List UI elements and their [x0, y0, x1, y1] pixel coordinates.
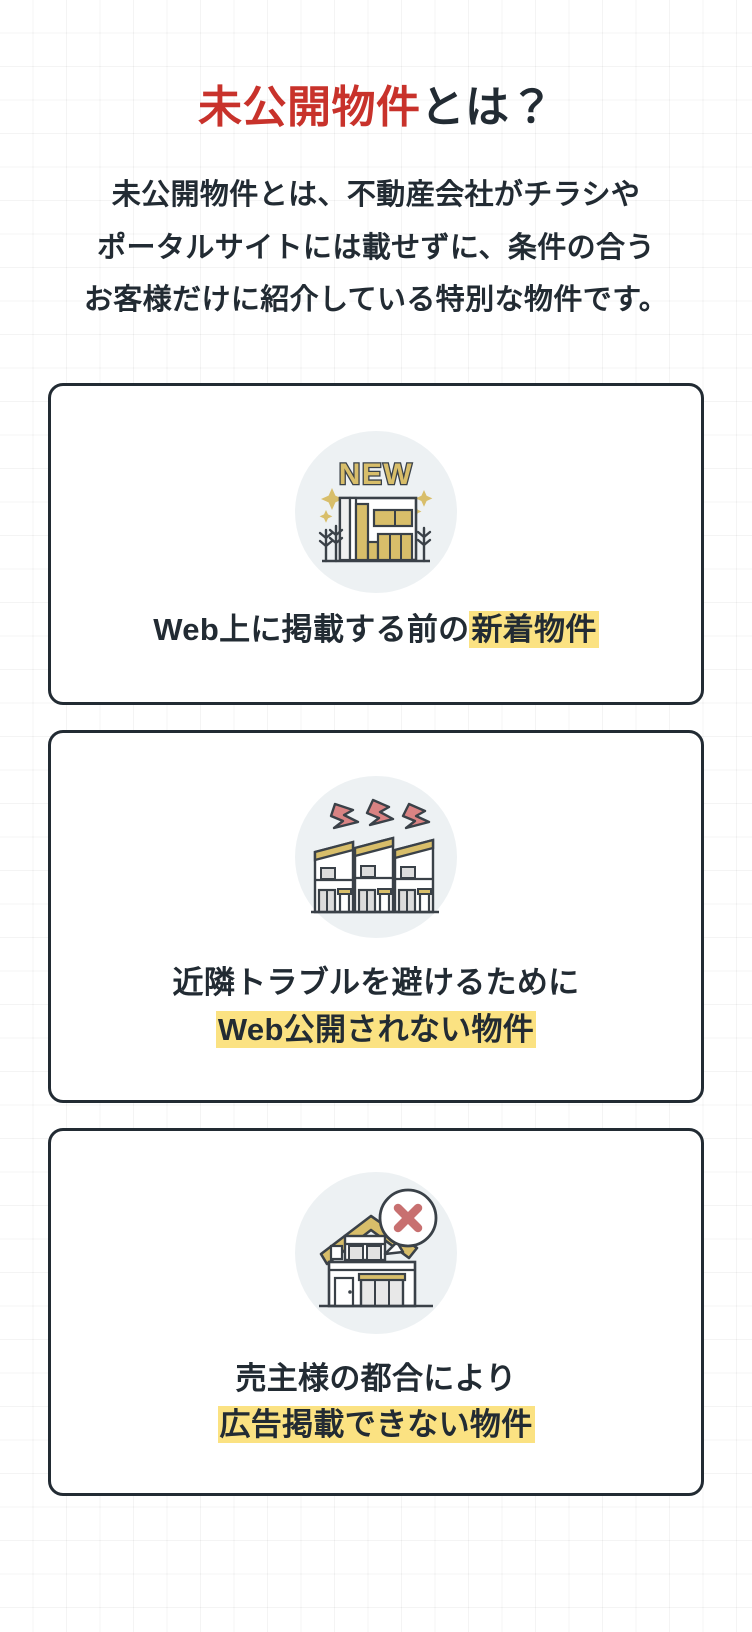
- page-title: 未公開物件とは？: [0, 0, 752, 135]
- caption-line: Web公開されない物件: [173, 1007, 580, 1054]
- feature-card-caption: Web上に掲載する前の新着物件: [153, 607, 599, 654]
- feature-card-neighbor-trouble[interactable]: 近隣トラブルを避けるために Web公開されない物件: [48, 730, 704, 1104]
- house-no-advertising-icon: [295, 1171, 457, 1334]
- feature-card-no-advertising[interactable]: 売主様の都合により 広告掲載できない物件: [48, 1128, 704, 1497]
- caption-line: 近隣トラブルを避けるために: [173, 960, 580, 1007]
- caption-plain: 売主様の都合により: [235, 1360, 517, 1396]
- caption-plain: Web上に掲載する前の: [153, 611, 470, 647]
- caption-marked: Web公開されない物件: [215, 1010, 537, 1048]
- lead-line-2: ポータルサイトには載せずに、条件の合う: [97, 231, 655, 264]
- caption-plain: 近隣トラブルを避けるために: [172, 965, 580, 1001]
- feature-card-caption: 近隣トラブルを避けるために Web公開されない物件: [173, 960, 580, 1053]
- caption-line: 売主様の都合により: [218, 1356, 535, 1403]
- neighbor-trouble-rowhouses-icon: [295, 776, 457, 939]
- caption-marked: 広告掲載できない物件: [217, 1406, 535, 1444]
- new-building-icon: NEW: [295, 430, 457, 593]
- caption-marked: 新着物件: [469, 610, 599, 648]
- svg-text:NEW: NEW: [339, 458, 414, 491]
- page-title-highlight: 未公開物件: [198, 83, 421, 132]
- feature-card-list: NEW: [0, 383, 752, 1497]
- feature-card-new-property[interactable]: NEW: [48, 383, 704, 706]
- caption-line: 広告掲載できない物件: [217, 1402, 535, 1449]
- lead-line-3: お客様だけに紹介している特別な物件です。: [83, 284, 669, 317]
- caption-line: Web上に掲載する前の新着物件: [153, 607, 599, 654]
- lead-paragraph: 未公開物件とは、不動産会社がチラシや ポータルサイトには載せずに、条件の合う お…: [0, 169, 752, 327]
- page-title-rest: とは？: [420, 83, 554, 132]
- feature-card-caption: 売主様の都合により 広告掲載できない物件: [217, 1356, 535, 1449]
- lead-line-1: 未公開物件とは、不動産会社がチラシや: [111, 178, 641, 211]
